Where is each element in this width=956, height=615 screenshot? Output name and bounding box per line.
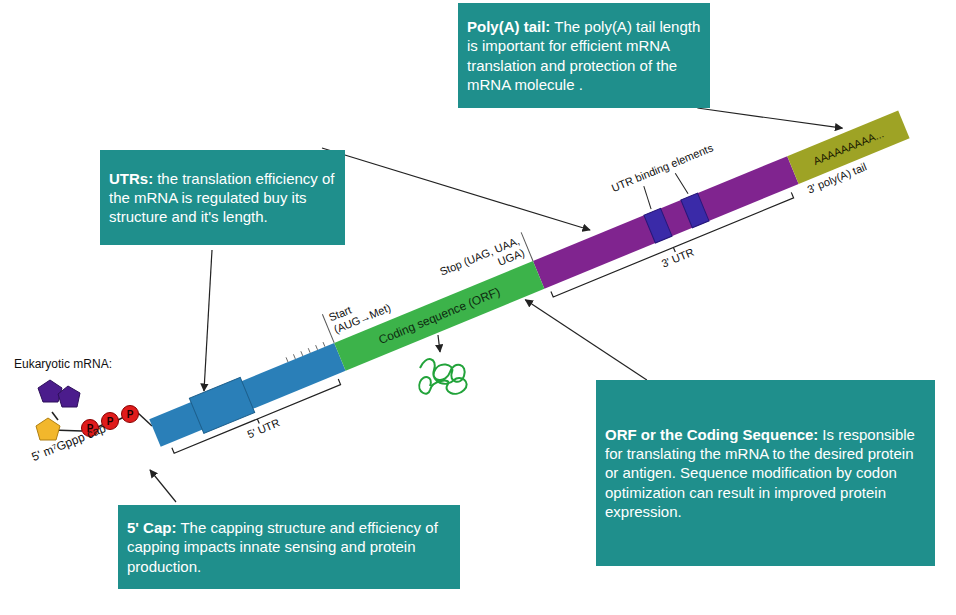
bracket xyxy=(551,192,796,301)
callout-text: 5' Cap:The capping structure and efficie… xyxy=(127,518,451,575)
callout-heading: ORF or the Coding Sequence: xyxy=(605,426,822,443)
leader-line xyxy=(642,186,653,209)
utr3-band xyxy=(533,156,799,289)
tick xyxy=(316,345,318,350)
band-text: AAAAAAAAA... xyxy=(811,127,885,167)
phosphate-circle: P xyxy=(121,405,139,423)
figure-label: Eukaryotic mRNA: xyxy=(14,358,144,372)
callout-box: ORF or the Coding Sequence:Is responsibl… xyxy=(596,380,935,566)
tick xyxy=(323,342,325,347)
tick xyxy=(293,354,295,359)
utr5-block xyxy=(189,377,254,433)
cap-base xyxy=(58,386,80,407)
leader-line xyxy=(675,172,688,196)
callout-box: Poly(A) tail:The poly(A) tail length is … xyxy=(458,3,710,108)
leader-arrow xyxy=(322,148,590,230)
tick xyxy=(286,357,288,362)
tick xyxy=(301,351,303,356)
callout-text: Poly(A) tail:The poly(A) tail length is … xyxy=(467,17,701,93)
phosphate-label: P xyxy=(127,409,134,420)
band-text: Coding sequence (ORF) xyxy=(377,285,503,348)
leader-arrow xyxy=(204,250,212,391)
tick xyxy=(308,348,310,353)
translation-arrow xyxy=(438,335,440,352)
bracket xyxy=(172,379,343,458)
cap-sugar xyxy=(36,418,60,440)
cap-bond xyxy=(52,412,58,420)
binding-element xyxy=(681,193,709,228)
callout-text: ORF or the Coding Sequence:Is responsibl… xyxy=(605,425,926,520)
polya-band: AAAAAAAAA...3' poly(A) tail xyxy=(787,110,909,183)
callout-arrow xyxy=(525,300,647,380)
callout-text: UTRs:the translation efficiency of the m… xyxy=(109,169,336,226)
leader-arrow xyxy=(150,470,176,502)
callout-box: UTRs:the translation efficiency of the m… xyxy=(100,150,345,245)
binding-element xyxy=(644,208,672,243)
callout-heading: 5' Cap: xyxy=(127,519,180,536)
callout-box: 5' Cap:The capping structure and efficie… xyxy=(118,505,460,589)
callout-arrow xyxy=(697,108,842,128)
cap-base xyxy=(38,380,62,402)
callout-heading: UTRs: xyxy=(109,170,157,187)
callout-heading: Poly(A) tail: xyxy=(467,18,554,35)
protein-squiggle xyxy=(419,359,466,394)
